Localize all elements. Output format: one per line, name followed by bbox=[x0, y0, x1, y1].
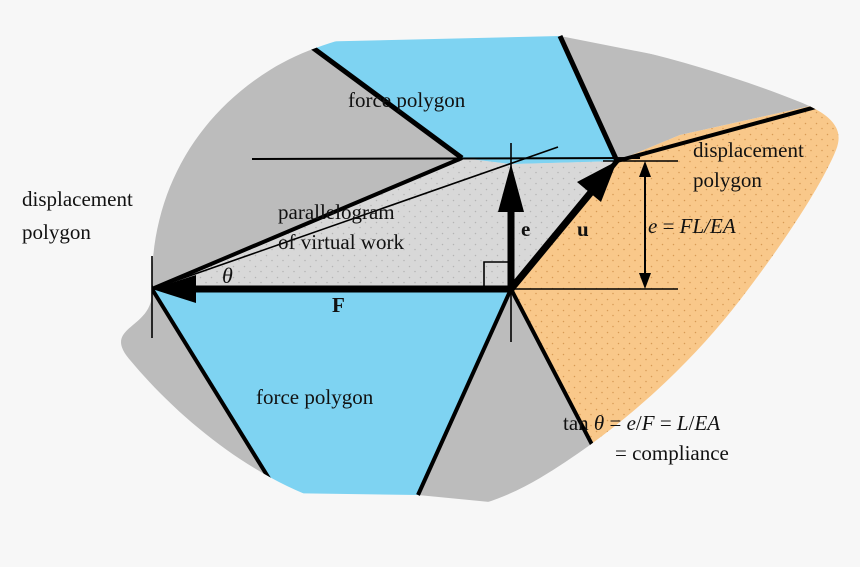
vector-e-arrowhead bbox=[498, 164, 524, 212]
boundary-lower-right-diagonal bbox=[509, 288, 602, 461]
svg-text:tan θ = e/F = L/EA: tan θ = e/F = L/EA bbox=[563, 411, 720, 435]
boundary-top-left-diagonal bbox=[303, 39, 464, 161]
equation-compliance-middle2: = bbox=[655, 411, 677, 435]
boundary-bottom-left-diagonal bbox=[150, 287, 280, 495]
vector-F-arrowhead bbox=[152, 275, 196, 303]
label-vector-F: F bbox=[332, 293, 345, 317]
equation-compliance-term3: L bbox=[676, 411, 689, 435]
parallelogram-of-virtual-work bbox=[152, 158, 617, 289]
label-displacement-polygon-right-line2: polygon bbox=[693, 168, 762, 192]
boundary-bottom-right-diagonal bbox=[416, 288, 513, 496]
dimension-e-arrowhead-bottom bbox=[639, 273, 651, 289]
label-force-polygon-bottom: force polygon bbox=[256, 385, 374, 409]
equation-compliance-slash2: / bbox=[689, 411, 695, 435]
label-parallelogram-line1: parallelogram bbox=[278, 200, 395, 224]
dimension-e bbox=[639, 161, 651, 289]
gray-wedge-lower-right bbox=[418, 289, 600, 505]
label-displacement-polygon-right-line1: displacement bbox=[693, 138, 804, 162]
label-parallelogram-line2: of virtual work bbox=[278, 230, 404, 254]
equation-extension-lhs: e bbox=[648, 214, 657, 238]
equation-compliance-term2: F bbox=[641, 411, 655, 435]
label-angle-theta: θ bbox=[222, 263, 233, 288]
equation-compliance-line2: = compliance bbox=[615, 441, 729, 465]
svg-text:e = FL/EA: e = FL/EA bbox=[648, 214, 736, 238]
boundary-left-upper bbox=[121, 145, 154, 290]
dimension-e-arrowhead-top bbox=[639, 161, 651, 177]
equation-compliance: tan θ = e/F = L/EA = compliance bbox=[563, 411, 729, 465]
construction-lines bbox=[151, 143, 678, 342]
vector-u-arrowhead bbox=[577, 161, 617, 202]
force-polygon-bottom bbox=[152, 289, 511, 495]
label-vector-e: e bbox=[521, 217, 530, 241]
label-displacement-polygon-left-line2: polygon bbox=[22, 220, 91, 244]
equation-compliance-prefix: tan bbox=[563, 411, 594, 435]
equation-extension: e = FL/EA bbox=[648, 214, 736, 238]
label-force-polygon-top: force polygon bbox=[348, 88, 466, 112]
right-angle-marker bbox=[483, 261, 511, 289]
gray-wedge-upper-right bbox=[560, 36, 839, 161]
label-vector-u: u bbox=[577, 217, 589, 241]
equation-extension-eq: = bbox=[657, 214, 679, 238]
equation-compliance-term4: EA bbox=[693, 411, 720, 435]
label-displacement-polygon-left-line1: displacement bbox=[22, 187, 133, 211]
boundary-parallelogram-left-edge bbox=[151, 156, 463, 291]
parallelogram-diagonal bbox=[151, 146, 559, 290]
equation-extension-rhs: FL/EA bbox=[679, 214, 736, 238]
boundary-far-left-upper bbox=[20, 146, 96, 185]
equation-compliance-term1: e bbox=[627, 411, 636, 435]
equation-compliance-slash1: / bbox=[636, 411, 642, 435]
vector-arrow-e bbox=[498, 164, 524, 289]
equation-compliance-theta: θ bbox=[594, 411, 604, 435]
force-polygon-top bbox=[305, 36, 617, 164]
boundary-top-right-diagonal bbox=[557, 34, 620, 163]
parallelogram-top-edge bbox=[251, 157, 641, 160]
vector-u-shaft bbox=[508, 182, 600, 292]
vector-arrow-F bbox=[152, 275, 511, 303]
equation-compliance-middle: = bbox=[604, 411, 626, 435]
vector-arrow-u bbox=[508, 161, 617, 292]
